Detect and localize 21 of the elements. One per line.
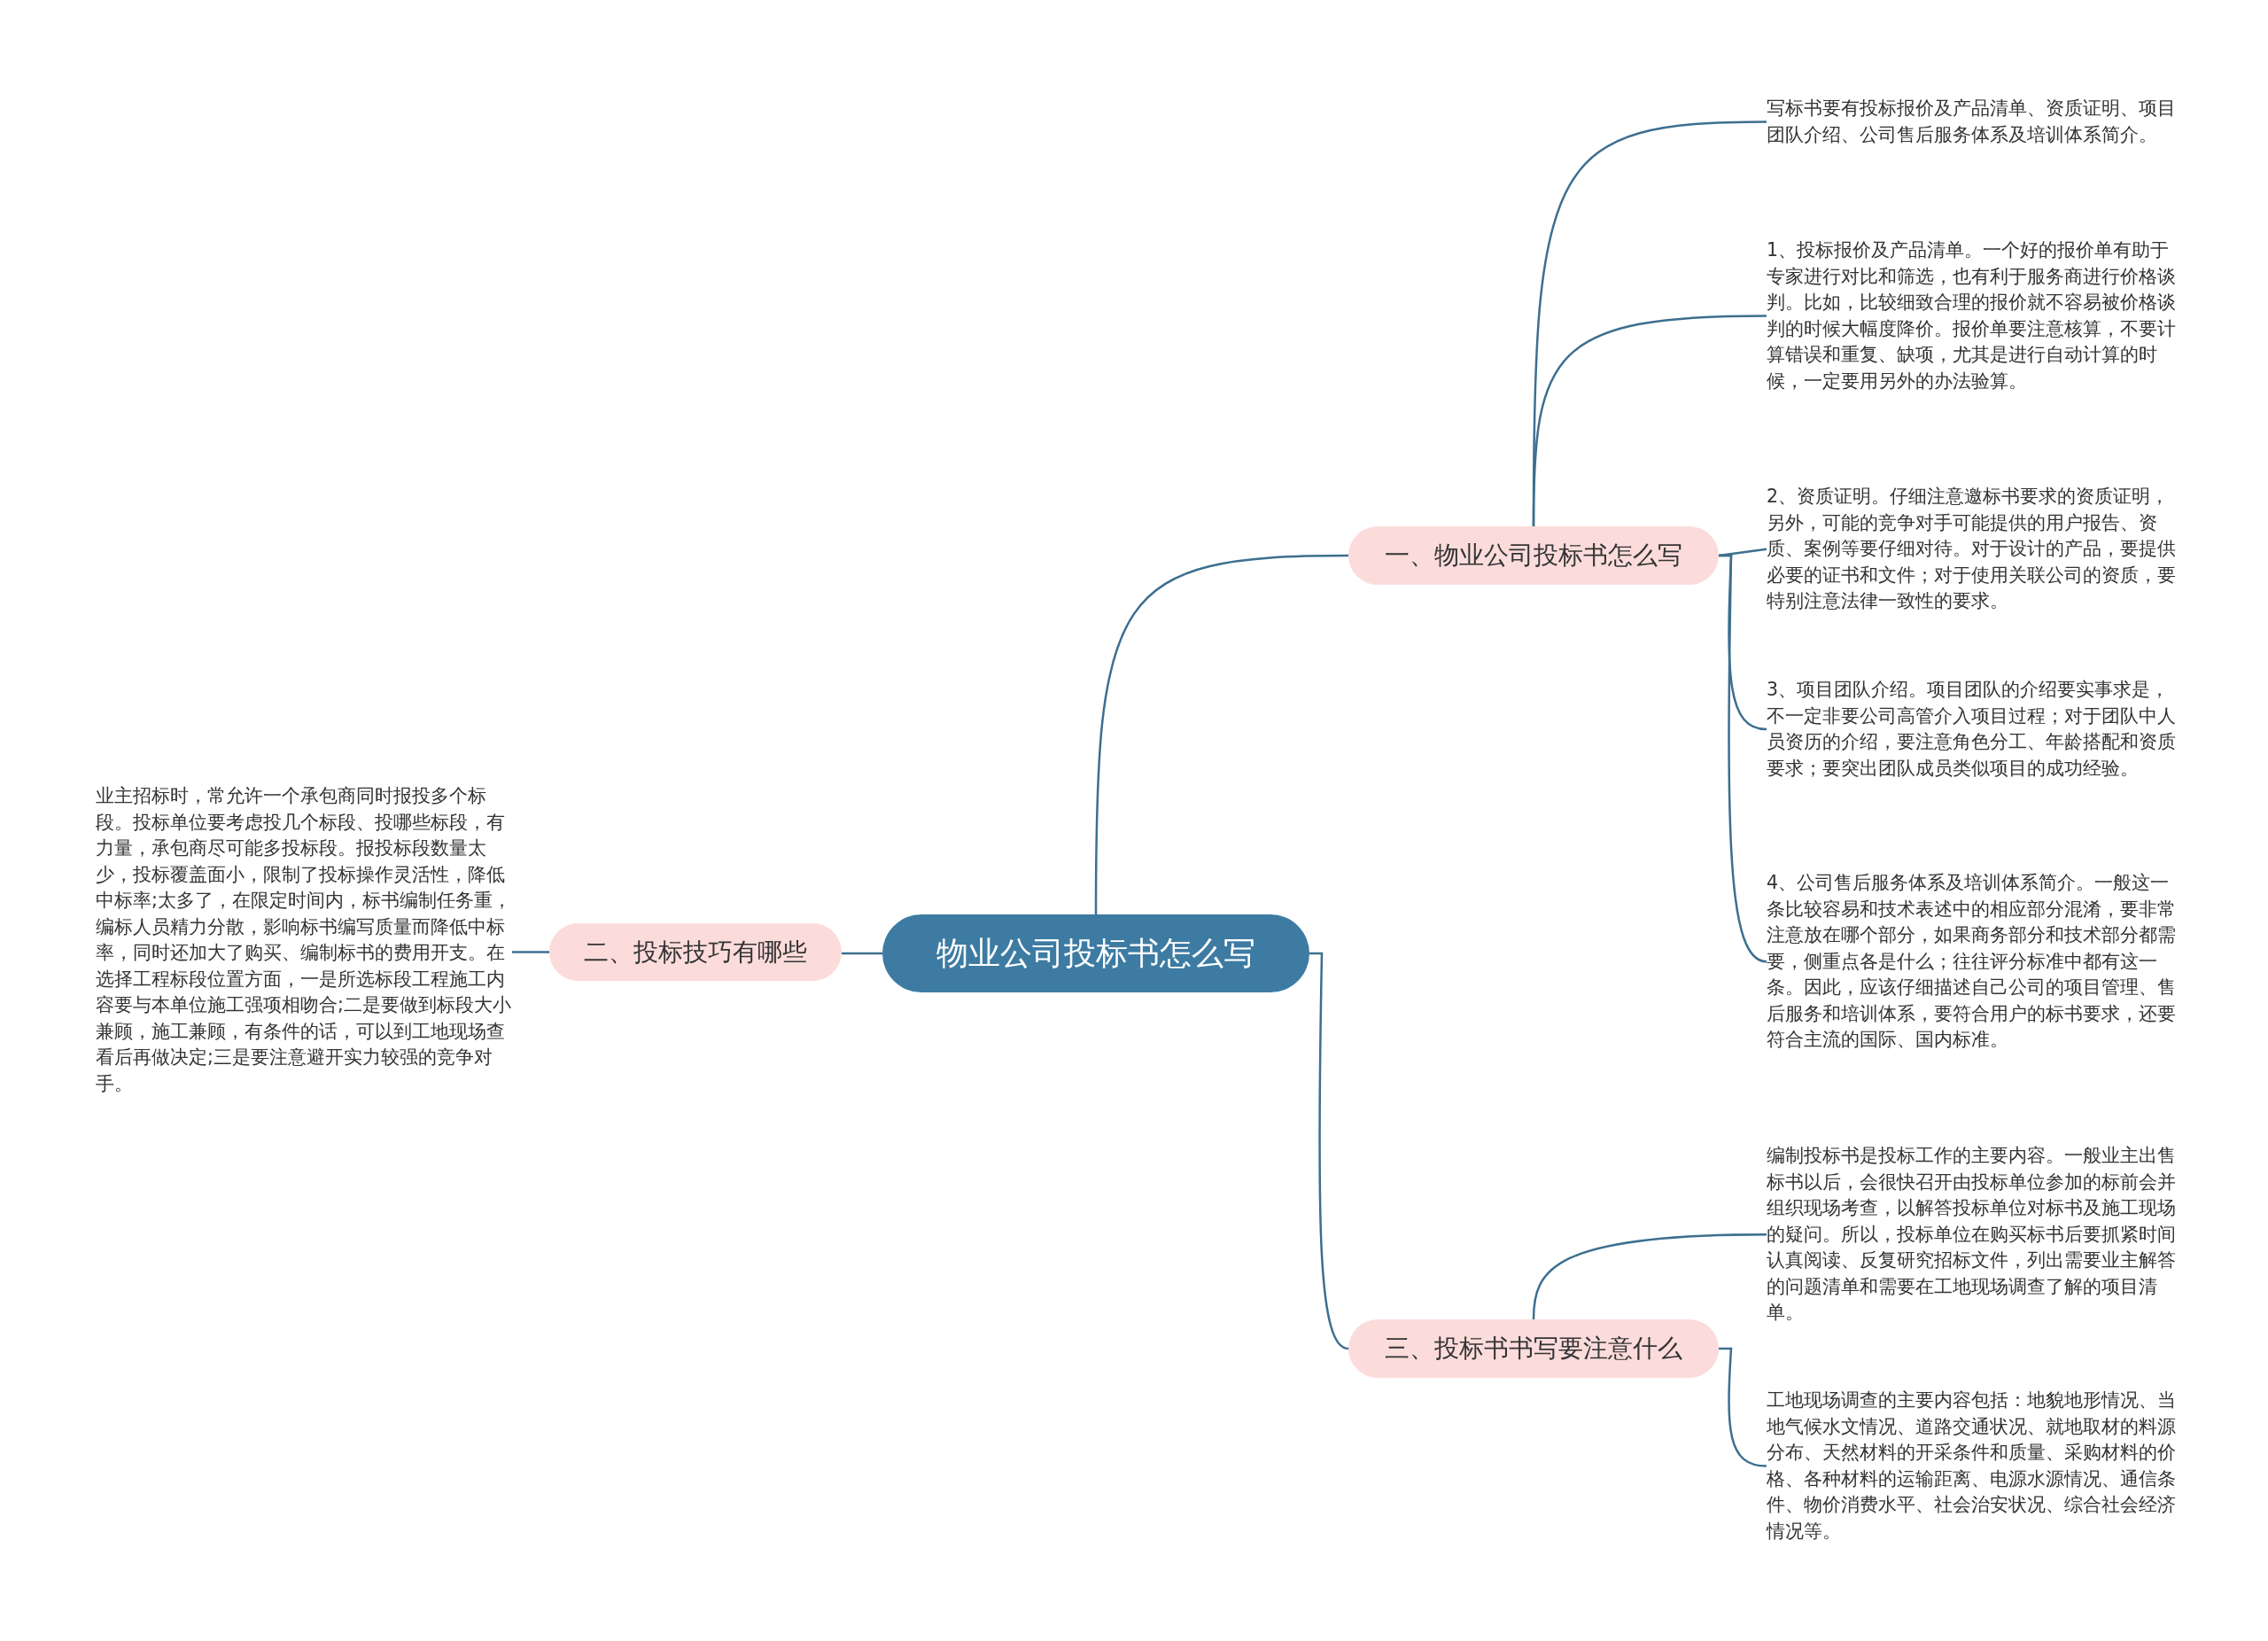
topic-pill: 二、投标技巧有哪些 — [549, 923, 842, 981]
central-topic: 物业公司投标书怎么写 — [882, 914, 1309, 992]
note-text: 业主招标时，常允许一个承包商同时报投多个标段。投标单位要考虑投几个标段、投哪些标段，有力量，承包商尽可能多投标段。报投标段数量太少，投标覆盖面小，限制了投标操作灵活性，降低中标率;太多了，在限定时间内，标书编制任务重，编标人员精力分散，影响标书编写质量而降低中标率，同时还加大了购买、编制标书的费用开支。在选择工程标段位置方面，一是所选标段工程施工内容要与本单位施工强项相吻合;二是要做到标段大小兼顾，施工兼顾，有条件的话，可以到工地现场查看后再做决定;三是要注意避开实力较强的竞争对手。 — [96, 783, 512, 1097]
topic-pill: 一、物业公司投标书怎么写 — [1348, 526, 1719, 585]
note-text: 编制投标书是投标工作的主要内容。一般业主出售标书以后，会很快召开由投标单位参加的标前会并组织现场考查，以解答投标单位对标书及施工现场的疑问。所以，投标单位在购买标书后要抓紧时间认真阅读、反复研究招标文件，列出需要业主解答的问题清单和需要在工地现场调查了解的项目清单。 — [1767, 1143, 2183, 1326]
connector-line — [1532, 1233, 1767, 1320]
note-text: 1、投标报价及产品清单。一个好的报价单有助于专家进行对比和筛选，也有利于服务商进行价格谈判。比如，比较细致合理的报价就不容易被价格谈判的时候大幅度降价。报价单要注意核算，不要计算错误和重复、缺项，尤其是进行自动计算的时候，一定要用另外的办法验算。 — [1767, 237, 2183, 394]
note-text: 写标书要有投标报价及产品清单、资质证明、项目团队介绍、公司售后服务体系及培训体系简介。 — [1767, 96, 2183, 148]
topic-pill: 三、投标书书写要注意什么 — [1348, 1319, 1719, 1378]
connector-line — [1719, 1347, 1767, 1467]
connector-line — [1309, 952, 1349, 1350]
note-text: 3、项目团队介绍。项目团队的介绍要实事求是，不一定非要公司高管介入项目过程；对于团队中人员资历的介绍，要注意角色分工、年龄搭配和资质要求；要突出团队成员类似项目的成功经验。 — [1767, 677, 2183, 782]
note-text: 2、资质证明。仔细注意邀标书要求的资质证明，另外，可能的竞争对手可能提供的用户报告、资质、案例等要仔细对待。对于设计的产品，要提供必要的证书和文件；对于使用关联公司的资质，要特别注意法律一致性的要求。 — [1767, 484, 2183, 615]
connector-line — [842, 952, 882, 955]
connector-line — [1532, 315, 1767, 526]
note-text: 4、公司售后服务体系及培训体系简介。一般这一条比较容易和技术表述中的相应部分混淆，要非常注意放在哪个部分，如果商务部分和技术部分都需要，侧重点各是什么；往往评分标准中都有这一条。因此，应该仔细描述自己公司的项目管理、售后服务和培训体系，要符合用户的标书要求，还要符合主流的国际、国内标准。 — [1767, 870, 2183, 1054]
connector-line — [1094, 554, 1348, 914]
connector-line — [512, 951, 549, 953]
connector-line — [1718, 548, 1767, 557]
connector-line — [1719, 554, 1767, 963]
note-text: 工地现场调查的主要内容包括：地貌地形情况、当地气候水文情况、道路交通状况、就地取材的料源分布、天然材料的开采条件和质量、采购材料的价格、各种材料的运输距离、电源水源情况、通信条件、物价消费水平、社会治安状况、综合社会经济情况等。 — [1767, 1388, 2183, 1544]
